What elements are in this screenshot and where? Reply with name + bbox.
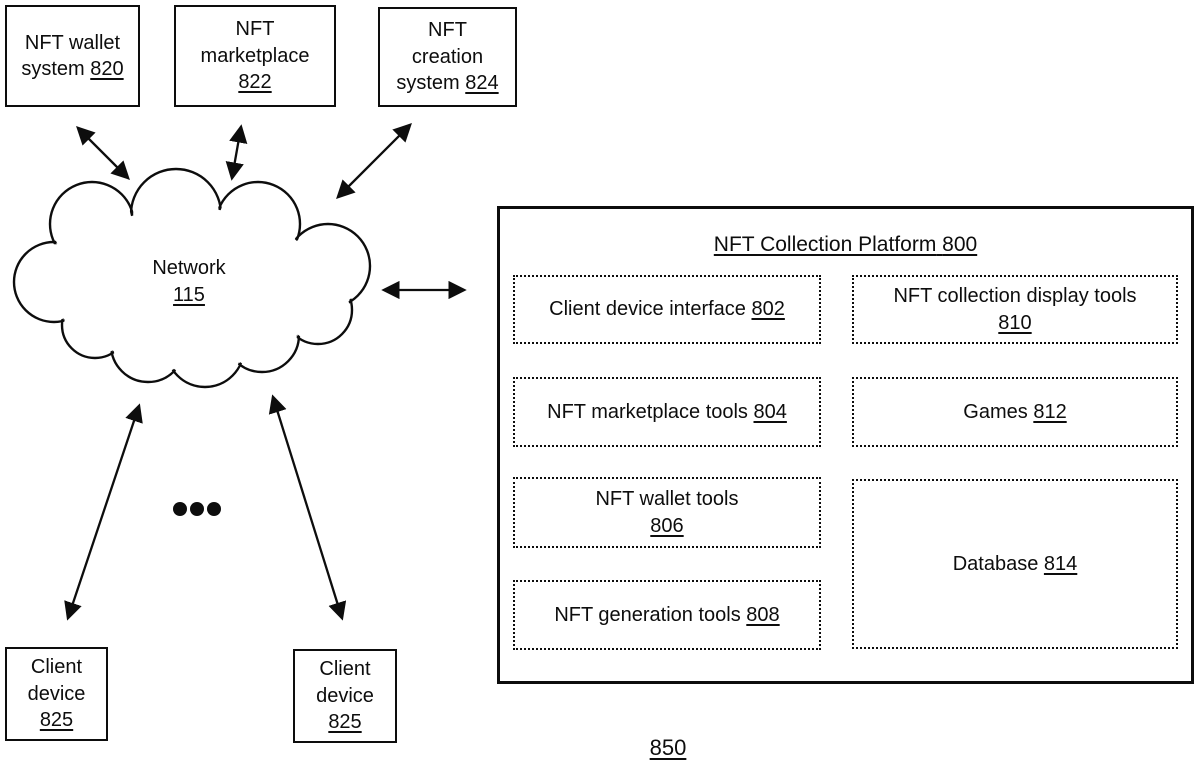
module-nft-wallet-tools: NFT wallet tools 806 <box>513 477 821 548</box>
module-nft-marketplace-tools: NFT marketplace tools 804 <box>513 377 821 447</box>
nft-wallet-system-box: NFT wallet system 820 <box>5 5 140 107</box>
module-database: Database 814 <box>852 479 1178 649</box>
ellipsis-dots <box>173 502 221 516</box>
network-label: Network 115 <box>152 257 226 306</box>
module-nft-collection-display-tools: NFT collection display tools 810 <box>852 275 1178 344</box>
connection-arrows <box>64 123 467 621</box>
arrow-network-wallet-system <box>76 126 130 180</box>
client-device-label: Client device 825 <box>316 658 374 734</box>
nft-creation-system-box: NFT creation system 824 <box>378 7 517 107</box>
platform-title: NFT Collection Platform 800 <box>713 233 978 256</box>
module-client-device-interface: Client device interface 802 <box>513 275 821 344</box>
nft-creation-system-label: NFT creation system 824 <box>396 19 499 95</box>
client-device-box-left: Client device 825 <box>5 647 108 741</box>
client-device-box-right: Client device 825 <box>293 649 397 743</box>
module-games: Games 812 <box>852 377 1178 447</box>
arrow-network-client-right <box>268 394 347 621</box>
module-nft-generation-tools: NFT generation tools 808 <box>513 580 821 650</box>
nft-marketplace-box: NFT marketplace 822 <box>174 5 336 107</box>
arrow-network-creation-system <box>336 123 412 199</box>
nft-marketplace-label: NFT marketplace 822 <box>200 18 310 94</box>
client-device-label: Client device 825 <box>27 656 86 732</box>
figure-number: 850 <box>649 735 687 760</box>
nft-wallet-system-label: NFT wallet system 820 <box>21 31 124 80</box>
network-cloud-fill <box>16 171 368 385</box>
arrow-network-client-left <box>64 403 143 621</box>
arrow-network-marketplace <box>225 124 248 181</box>
